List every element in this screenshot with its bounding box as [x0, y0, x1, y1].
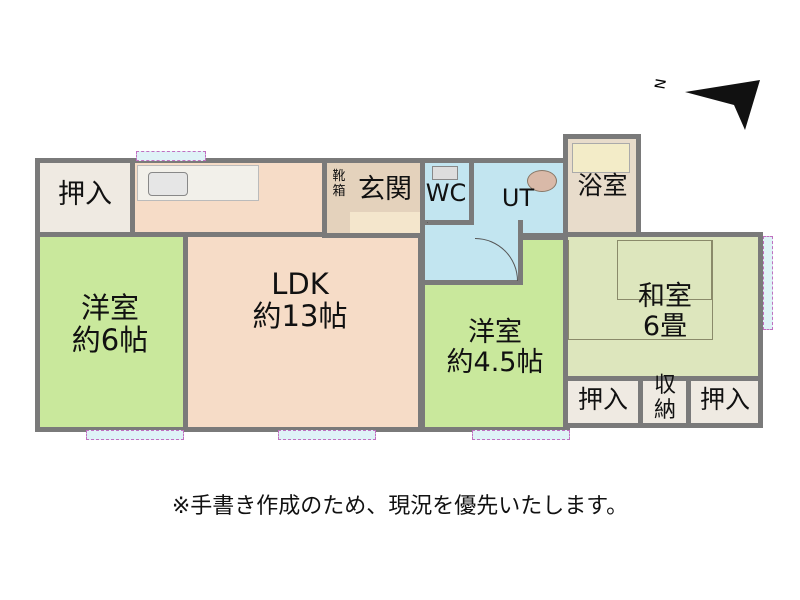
- window: [472, 430, 570, 440]
- closet-se2-label: 押入: [699, 385, 750, 414]
- compass: N: [650, 70, 770, 140]
- sink-icon: [148, 172, 188, 196]
- japanese-label: 和室 6畳: [638, 281, 692, 343]
- footnote: ※手書き作成のため、現況を優先いたします。: [171, 494, 629, 519]
- bathtub-icon: [572, 143, 630, 173]
- ldk-room-main: [183, 232, 423, 432]
- shoe-box-label: 靴 箱: [332, 169, 346, 199]
- entrance-label: 玄関: [358, 174, 412, 205]
- door-swing: [427, 222, 428, 223]
- window: [86, 430, 184, 440]
- bath-label: 浴室: [577, 171, 628, 200]
- western-room-left: [35, 232, 188, 432]
- entrance-step: [350, 212, 420, 233]
- western-mid-label: 洋室 約4.5帖: [446, 317, 544, 379]
- ldk-label: LDK 約13帖: [252, 267, 348, 334]
- window: [763, 236, 773, 330]
- ut-label: UT: [501, 184, 535, 212]
- toilet-icon: [432, 166, 458, 180]
- wc-label: WC: [425, 179, 467, 207]
- western-left-label: 洋室 約6帖: [71, 291, 149, 358]
- western-mid-ext: [518, 235, 565, 285]
- window: [278, 430, 376, 440]
- closet-nw-label: 押入: [58, 179, 112, 210]
- north-arrow-icon: [685, 80, 760, 130]
- storage-label: 収 納: [653, 373, 676, 423]
- closet-se1-label: 押入: [577, 385, 628, 414]
- tatami: [617, 240, 712, 300]
- window: [136, 151, 206, 161]
- tatami: [568, 240, 713, 340]
- closet-se-2: [686, 376, 763, 428]
- washbasin-icon: [527, 170, 557, 192]
